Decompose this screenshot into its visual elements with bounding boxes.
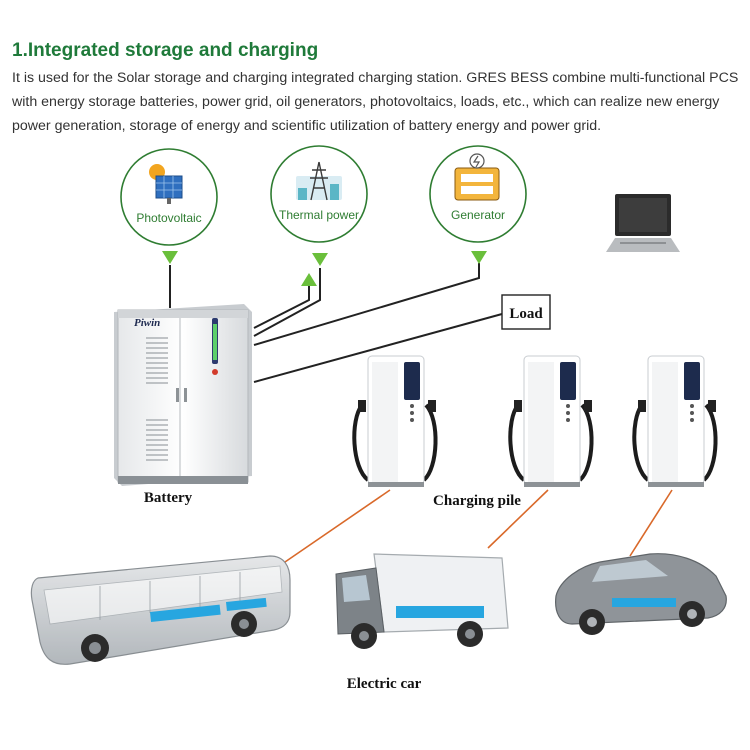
charging-pile-3 xyxy=(632,355,718,487)
cabinet-vents xyxy=(146,337,168,461)
link-suv xyxy=(629,489,673,557)
battery-cabinet: Piwin xyxy=(114,304,252,486)
laptop-icon xyxy=(606,194,680,252)
line-generator xyxy=(253,263,480,346)
photovoltaic-node: Photovoltaic xyxy=(120,148,218,246)
line-thermal-a xyxy=(253,286,310,329)
connection-lines xyxy=(169,263,503,383)
electric-bus xyxy=(30,555,291,665)
section-description: It is used for the Solar storage and cha… xyxy=(12,70,739,134)
section-title: 1.Integrated storage and charging xyxy=(12,40,319,61)
link-bus xyxy=(284,489,391,563)
load-label: Load xyxy=(509,306,543,322)
thermal-down-arrow xyxy=(312,253,328,266)
solar-panel-icon xyxy=(149,164,183,204)
power-tower-icon xyxy=(296,161,342,201)
line-load xyxy=(253,313,503,383)
generator-label: Generator xyxy=(451,208,505,222)
battery-label: Battery xyxy=(144,490,193,506)
electric-truck xyxy=(335,553,509,649)
charging-pile-label: Charging pile xyxy=(433,493,521,509)
vehicle-links xyxy=(284,489,673,563)
thermal-power-node: Thermal power xyxy=(270,145,368,243)
link-truck xyxy=(487,489,549,549)
electric-car-label: Electric car xyxy=(347,676,422,692)
charging-pile-1 xyxy=(352,355,438,487)
thermal-power-label: Thermal power xyxy=(279,208,359,222)
electric-suv xyxy=(555,553,727,635)
thermal-up-arrow xyxy=(301,273,317,286)
line-thermal-b xyxy=(253,268,321,337)
battery-brand: Piwin xyxy=(134,317,160,329)
generator-icon xyxy=(454,153,500,201)
load-box: Load xyxy=(501,294,551,330)
photovoltaic-down-arrow xyxy=(162,251,178,264)
charging-pile-2 xyxy=(508,355,594,487)
generator-down-arrow xyxy=(471,251,487,264)
photovoltaic-label: Photovoltaic xyxy=(136,211,201,225)
generator-node: Generator xyxy=(429,145,527,243)
